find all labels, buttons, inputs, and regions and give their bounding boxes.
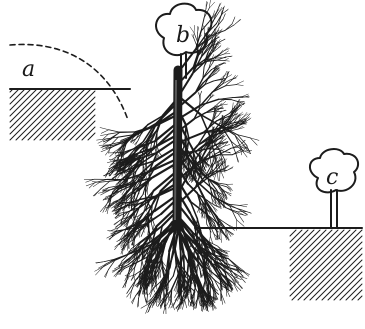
label-c: c [326, 165, 338, 190]
crown-branch [217, 47, 221, 50]
root-branch [150, 289, 153, 297]
crown-branch [180, 133, 203, 142]
root-branch [141, 230, 144, 237]
crown-branch [234, 20, 241, 25]
root-branch [127, 288, 130, 293]
hatch-line [10, 90, 48, 128]
root-branch [101, 130, 109, 134]
crown-branch [218, 146, 224, 149]
dashed-arc [10, 44, 128, 120]
hatch-line [290, 230, 338, 278]
hatch-line [290, 230, 344, 284]
hatch-line [304, 242, 362, 300]
hatch-line [290, 230, 356, 296]
crown-branch [194, 39, 197, 45]
hatch-line [10, 90, 12, 92]
crown-branch [224, 61, 229, 62]
crown-branch [190, 27, 194, 33]
root-branch [110, 153, 114, 157]
root-branch [112, 175, 117, 179]
root-branch [185, 300, 187, 308]
crown-branch [224, 58, 228, 60]
hatch-line [298, 236, 362, 300]
root-branch [93, 189, 100, 196]
hatch-line [334, 272, 362, 300]
root-branch [95, 267, 103, 271]
crown-branches [180, 0, 252, 202]
main-stem [175, 70, 178, 225]
hatch-line [340, 278, 362, 300]
crown-branch [225, 24, 232, 31]
hatch-line [10, 90, 54, 134]
root-branch [103, 190, 110, 191]
left-ground-block [10, 89, 130, 140]
root-branch [236, 153, 238, 162]
left-ground-hatching [10, 90, 95, 140]
crown-branch [222, 139, 226, 142]
root-branch [173, 265, 176, 276]
crown-branch [217, 60, 224, 61]
crown-branch [218, 112, 222, 116]
crown-branch [231, 100, 239, 102]
root-branch [100, 128, 109, 130]
root-branch [236, 281, 243, 288]
right-ground-hatching [290, 230, 362, 300]
hatch-line [358, 296, 362, 300]
root-branch [109, 130, 120, 133]
root-branch [221, 232, 222, 243]
sapling-b: b [156, 4, 211, 78]
hatch-line [322, 260, 362, 300]
hatch-line [290, 230, 302, 242]
root-branch [108, 260, 115, 269]
crown-branch [227, 168, 233, 171]
root-branch [115, 243, 121, 250]
hatch-line [290, 230, 320, 260]
crown-branch [200, 165, 201, 175]
hatch-line [290, 230, 314, 254]
root-branch [169, 251, 170, 274]
root-branch [194, 288, 195, 298]
hatch-line [82, 127, 95, 140]
crown-branch [199, 93, 200, 96]
crown-branch [236, 81, 244, 85]
crown-branch [213, 84, 221, 92]
root-branch [197, 208, 199, 212]
label-a: a [22, 57, 35, 82]
root-branch [167, 299, 171, 306]
crown-branch [224, 51, 228, 54]
root-branch [239, 205, 248, 206]
root-branch [144, 295, 146, 302]
root-branch [171, 289, 172, 301]
root-branch [239, 205, 247, 207]
crown-branch [198, 42, 199, 55]
crown-branch [223, 14, 225, 19]
hatch-line [46, 91, 95, 140]
hatch-line [290, 230, 296, 236]
hatch-line [10, 90, 42, 122]
root-branch [183, 169, 184, 174]
root-branch [86, 183, 95, 186]
root-branch [210, 236, 211, 242]
hatch-line [64, 109, 95, 140]
hatch-line [316, 254, 362, 300]
crown-branch [236, 85, 243, 86]
hatch-line [10, 90, 30, 110]
hatch-line [10, 90, 24, 104]
crown-branch [243, 150, 252, 151]
root-branch [154, 277, 155, 282]
hatch-line [352, 290, 362, 300]
hatch-line [88, 133, 95, 140]
crown-branch [232, 18, 235, 24]
root-branch [156, 282, 157, 290]
tree-c: c [310, 149, 358, 228]
crown-branch [220, 100, 225, 102]
hatch-line [58, 103, 95, 140]
label-b: b [176, 23, 190, 48]
root-branch [114, 220, 120, 224]
root-branch [171, 301, 174, 310]
crown-branch [200, 91, 201, 95]
root-branch [109, 145, 111, 153]
